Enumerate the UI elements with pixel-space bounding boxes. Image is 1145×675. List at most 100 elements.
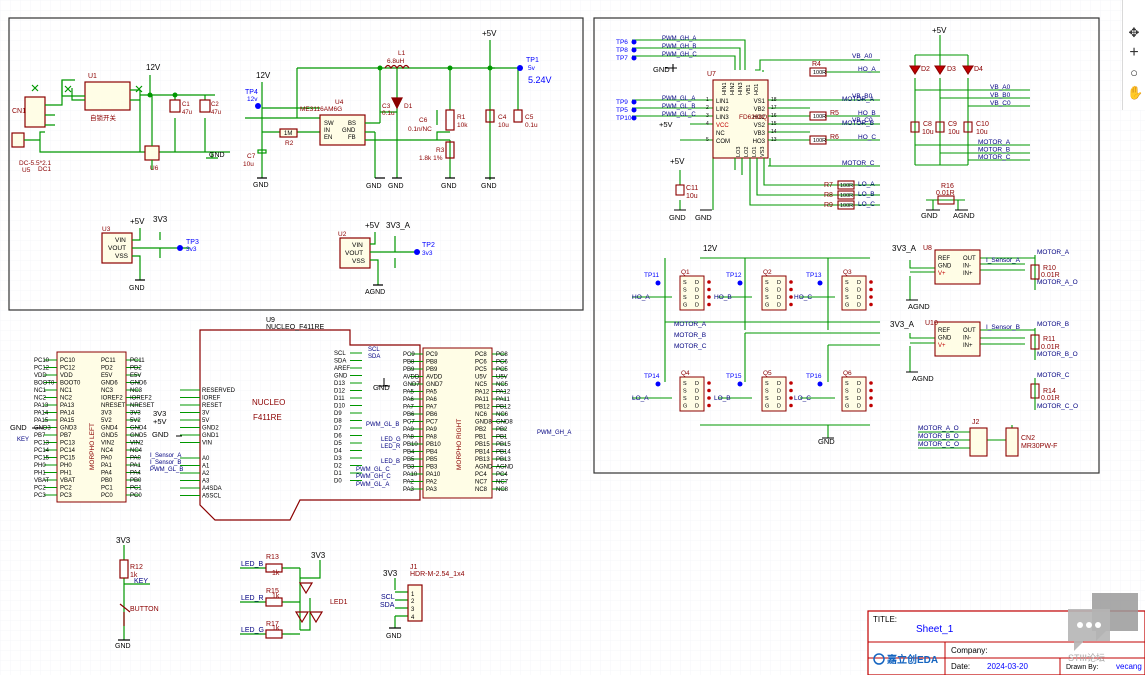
move-icon[interactable]: ✥ — [1128, 25, 1140, 40]
driver-pwm-high-1: PWM_GH_B — [662, 44, 696, 50]
arduino-analog-pin-3: A3 — [202, 479, 210, 485]
u7-left-pin-1: LIN2 — [716, 107, 729, 113]
driver-testpoint-dot-1 — [631, 47, 637, 53]
j1-pin-4: 4 — [411, 615, 415, 621]
morpho-right-pin-a-11: PA8 — [426, 435, 438, 441]
arduino-digital-pin-8: D9 — [334, 411, 342, 417]
u7-right-pinnum-1: 17 — [771, 105, 777, 111]
j1-pin-2: 2 — [411, 599, 415, 605]
morpho-right-net-a-0: PC9 — [403, 352, 415, 358]
gnd-c4: GND — [481, 183, 497, 190]
mosfet-lo-0-pad-2 — [707, 396, 711, 400]
tp4-val: 12v — [247, 96, 258, 103]
gnd-r3: GND — [441, 183, 457, 190]
net-key: KEY — [134, 578, 148, 585]
morpho-left-pin-a-2: VDD — [60, 373, 73, 379]
morpho-right-pin-a-8: PB6 — [426, 412, 438, 418]
brand-logo-icon — [873, 653, 885, 665]
u7-left-pin-5: COM — [716, 139, 730, 145]
driver-lo-2: LO_C — [858, 201, 875, 208]
morpho-right-net-a-6: PA6 — [403, 397, 415, 403]
mosfet-lo-net-1: LO_B — [714, 395, 731, 402]
r5-ref: R5 — [830, 110, 839, 117]
arduino-digital-pin-17: D0 — [334, 479, 342, 485]
chat-bubble-icon[interactable] — [1066, 593, 1138, 653]
led1-ref: LED1 — [330, 599, 348, 606]
agnd-u2: AGND — [365, 289, 385, 296]
mosfet-hi-body-1 — [761, 275, 787, 311]
c11-val: 10u — [686, 193, 698, 200]
r13-ref: R13 — [266, 554, 279, 561]
net-5v-bootstrap: +5V — [932, 26, 947, 35]
u3-pin-vss: VSS — [115, 253, 129, 260]
u4-pin-en: EN — [324, 135, 332, 141]
net-led-r: LED_R — [241, 595, 264, 602]
net-5v-u2: +5V — [365, 221, 380, 230]
driver-panel-border — [593, 17, 1100, 474]
u7-left-pin-0: LIN1 — [716, 99, 729, 105]
r12-ref: R12 — [130, 564, 143, 571]
tp2-val: 3v3 — [422, 250, 433, 257]
mosfet-hi-2-pad-1 — [869, 287, 873, 292]
gnd-u4: GND — [366, 183, 382, 190]
mosfet-hi-2-pad-3 — [869, 302, 873, 307]
bootstrap-vb-1: VB_B0 — [990, 92, 1011, 99]
morpho-left-pin-a-17: PC2 — [60, 486, 72, 492]
mosfet-lo-1-pad-0 — [789, 381, 793, 385]
circle-icon[interactable]: ○ — [1130, 65, 1138, 80]
driver-testpoint-dot-2 — [631, 55, 637, 61]
mosfet-hi-net-2: HO_C — [794, 294, 812, 301]
morpho-right-net-b-1: PC6 — [496, 360, 508, 366]
r11-val: 0.01R — [1041, 344, 1060, 351]
arduino-digital-pin-1: SDA — [334, 359, 346, 365]
u10-pin-0: REF — [938, 328, 950, 334]
mosfet-lo-1-pin-7: D — [777, 404, 781, 410]
mosfet-lo-0-pin-1: S — [683, 389, 687, 395]
morpho-left-pin-b-12: NC4 — [101, 448, 114, 454]
u7-right-pinnum-0: 18 — [771, 97, 777, 103]
arduino-power-pin-4: 5V — [202, 418, 209, 424]
c8-ref: C8 — [923, 121, 932, 128]
u7-left-pinnum-1: 2 — [706, 105, 709, 111]
mosfet-hi-2-pad-2 — [869, 295, 873, 299]
gnd-d1: GND — [388, 183, 404, 190]
mcu-net-label-0: SCL — [368, 347, 380, 353]
plus-icon[interactable]: + — [1129, 44, 1139, 61]
morpho-right-pin-b-0: PC8 — [475, 352, 487, 358]
tp4-ref: TP4 — [245, 89, 258, 96]
gnd-c11: GND — [669, 213, 686, 222]
bootstrap-vb-2: VB_C0 — [990, 100, 1011, 107]
c6-val: 0.1n/NC — [408, 126, 432, 133]
mosfet-hi-0-pad-1 — [707, 287, 711, 292]
morpho-right-net-b-0: PC8 — [496, 352, 508, 358]
arduino-digital-pin-16: D1 — [334, 471, 342, 477]
mosfet-lo-net-0: LO_A — [632, 395, 649, 402]
morpho-left-net-b-10: GND5 — [130, 433, 147, 439]
morpho-left-pin-a-18: PC3 — [60, 493, 72, 499]
mosfet-hi-1-pad-3 — [789, 302, 793, 307]
mosfet-hi-2-pad-0 — [869, 280, 873, 284]
mosfet-hi-net-1: HO_B — [714, 294, 732, 301]
mosfet-hi-0-pin-1: S — [683, 288, 687, 294]
net-3v3-header: 3V3 — [383, 569, 398, 578]
morpho-left-pin-b-6: NRESET — [101, 403, 126, 409]
mosfet-lo-0-pin-4: D — [695, 381, 699, 387]
r15-val: 1k — [272, 593, 280, 600]
u4-name: ME3116AM6G — [300, 106, 342, 113]
morpho-left-net-b-3: GND6 — [130, 381, 147, 387]
morpho-left-net-b-18: PC0 — [130, 493, 142, 499]
u7-bottom-pin-3: VS3 — [760, 147, 766, 157]
morpho-right-net-a-14: PB5 — [403, 457, 415, 463]
u7-left-pin-2: LIN3 — [716, 115, 729, 121]
morpho-right-pin-b-6: PA11 — [475, 397, 489, 403]
j2-net-b: MOTOR_B_O — [918, 433, 959, 440]
morpho-left-pin-a-7: PA14 — [60, 411, 75, 417]
r8-ref: R8 — [824, 192, 833, 199]
button-label: BUTTON — [130, 606, 159, 613]
hand-icon[interactable]: ✋ — [1127, 85, 1144, 100]
arduino-power-pin-2: RESET — [202, 403, 222, 409]
tp3-ref: TP3 — [186, 239, 199, 246]
c1-val: 47u — [182, 110, 192, 116]
